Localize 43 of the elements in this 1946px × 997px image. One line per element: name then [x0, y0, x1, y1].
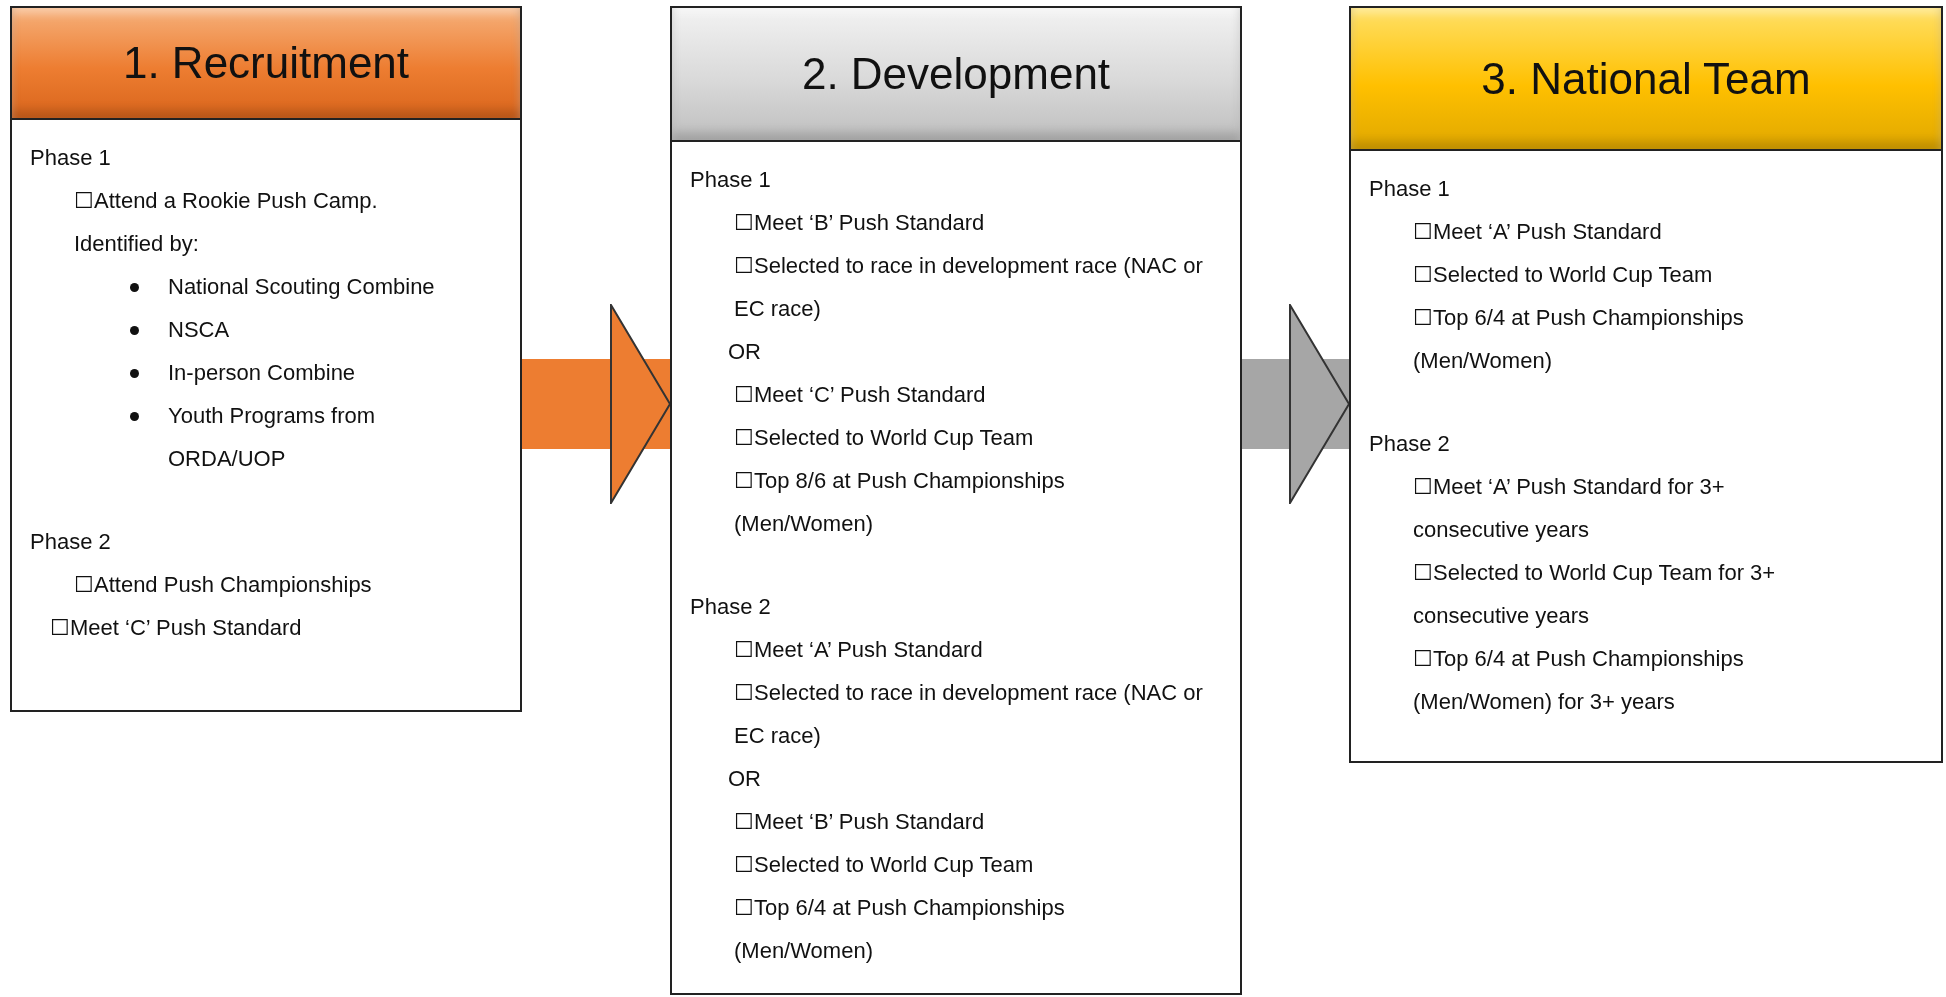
checklist-item: ☐Selected to World Cup Team: [734, 424, 1034, 452]
block-arrow: [1242, 304, 1350, 504]
checklist-item: ☐Top 6/4 at Push Championships (Men/Women): [1413, 304, 1745, 375]
checklist-item: ☐Selected to race in development race (NAC or EC race): [734, 679, 1204, 750]
checklist-item: ☐Meet ‘B’ Push Standard: [734, 209, 985, 237]
checklist-item: ☐Selected to World Cup Team: [1413, 261, 1713, 289]
header-box: [670, 6, 1242, 142]
block-arrow: [522, 304, 671, 504]
phase-heading: Phase 1: [1369, 175, 1450, 203]
checklist-item: ☐Meet ‘A’ Push Standard for 3+ consecutive years: [1413, 473, 1726, 544]
checklist-item: ☐Attend a Rookie Push Camp.: [74, 187, 378, 215]
phase-heading: Phase 1: [690, 166, 771, 194]
phase-heading: Phase 2: [690, 593, 771, 621]
column-title: 2. Development: [801, 49, 1111, 99]
phase-heading: Phase 2: [1369, 430, 1450, 458]
checklist-item: ☐Meet ‘C’ Push Standard: [734, 381, 986, 409]
content-box: [670, 140, 1242, 995]
list-item: In-person Combine: [168, 359, 356, 387]
or-text: OR: [728, 765, 761, 793]
column-title: 1. Recruitment: [122, 38, 410, 88]
phase-heading: Phase 1: [30, 144, 111, 172]
phase-heading: Phase 2: [30, 528, 111, 556]
checklist-item: ☐Top 6/4 at Push Championships (Men/Women) for 3+ years: [1413, 645, 1745, 716]
list-item: NSCA: [168, 316, 230, 344]
checklist-item: ☐Top 6/4 at Push Championships (Men/Women): [734, 894, 1066, 965]
checklist-item: ☐Selected to race in development race (NAC or EC race): [734, 252, 1204, 323]
column-title: 3. National Team: [1481, 53, 1811, 104]
header-box: [10, 6, 522, 120]
checklist-item: ☐Selected to World Cup Team for 3+ consecutive years: [1413, 559, 1777, 630]
checklist-item: ☐Attend Push Championships: [74, 571, 372, 599]
checklist-item: ☐Meet ‘B’ Push Standard: [734, 808, 985, 836]
list-intro: Identified by:: [74, 230, 199, 258]
header-box: [1349, 6, 1943, 151]
content-box: [10, 118, 522, 712]
list-item: Youth Programs from ORDA/UOP: [168, 402, 377, 473]
list-item: National Scouting Combine: [168, 273, 435, 301]
checklist-item: ☐Top 8/6 at Push Championships (Men/Women): [734, 467, 1066, 538]
or-text: OR: [728, 338, 761, 366]
content-box: [1349, 149, 1943, 763]
checklist-item: ☐Selected to World Cup Team: [734, 851, 1034, 879]
checklist-item: ☐Meet ‘C’ Push Standard: [50, 614, 302, 642]
checklist-item: ☐Meet ‘A’ Push Standard: [734, 636, 983, 664]
checklist-item: ☐Meet ‘A’ Push Standard: [1413, 218, 1662, 246]
